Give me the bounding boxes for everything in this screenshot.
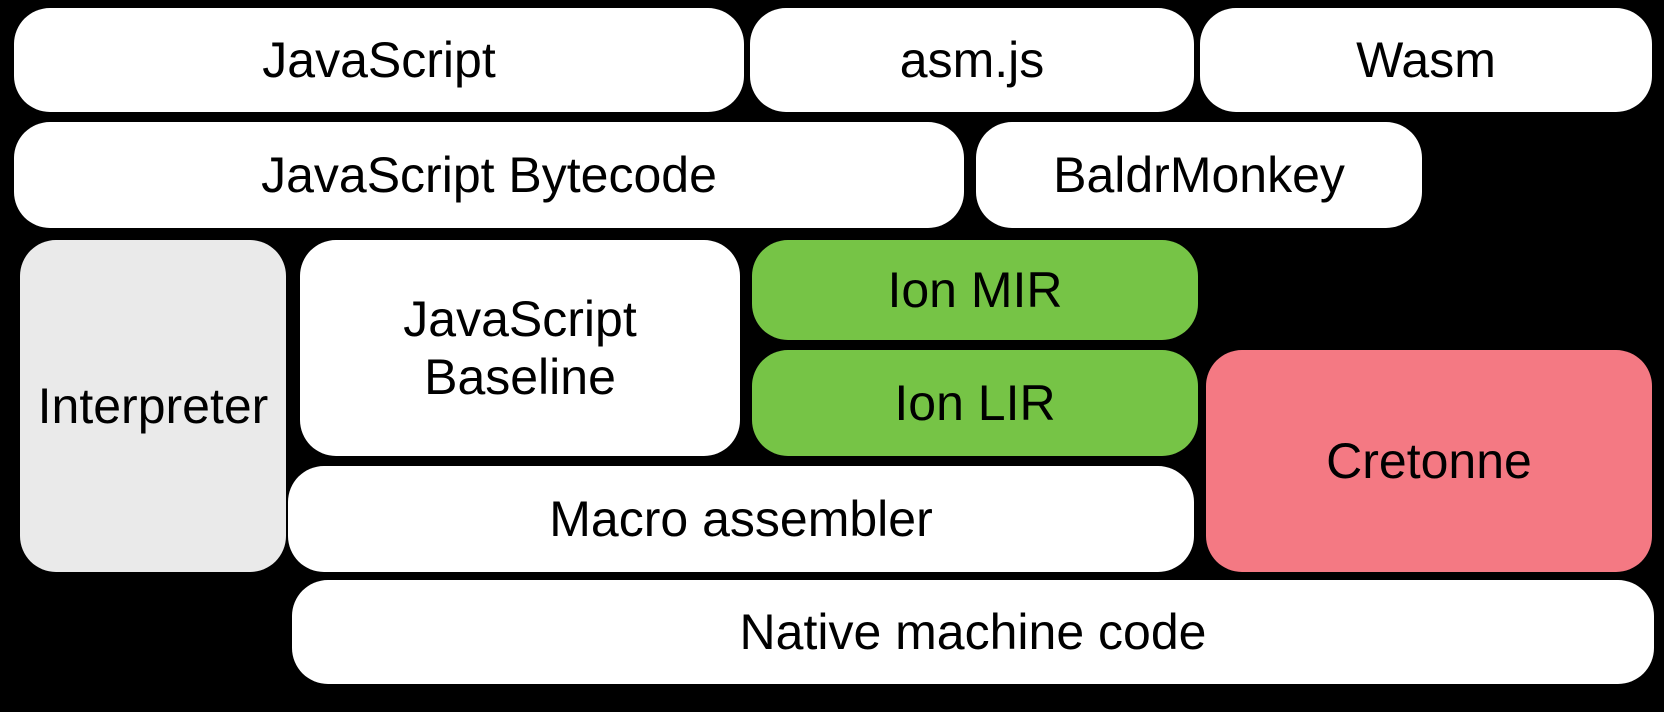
box-ion-mir: Ion MIR [752, 240, 1198, 340]
box-javascript: JavaScript [14, 8, 744, 112]
box-javascript-bytecode: JavaScript Bytecode [14, 122, 964, 228]
box-interpreter: Interpreter [20, 240, 286, 572]
box-native-machine-code: Native machine code [292, 580, 1654, 684]
box-cretonne: Cretonne [1206, 350, 1652, 572]
box-wasm: Wasm [1200, 8, 1652, 112]
box-baldrmonkey: BaldrMonkey [976, 122, 1422, 228]
box-ion-lir: Ion LIR [752, 350, 1198, 456]
box-asmjs: asm.js [750, 8, 1194, 112]
box-macro-assembler: Macro assembler [288, 466, 1194, 572]
box-javascript-baseline: JavaScript Baseline [300, 240, 740, 456]
